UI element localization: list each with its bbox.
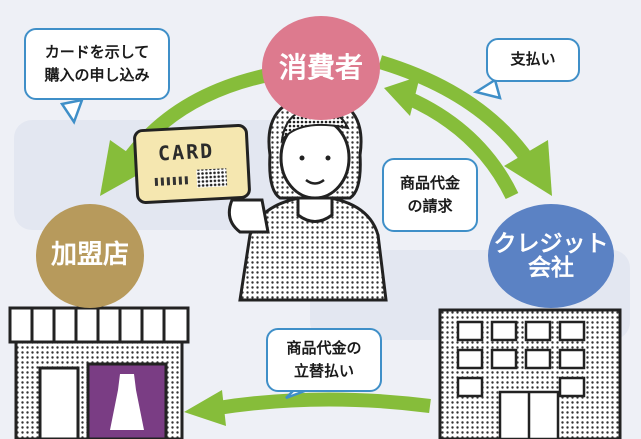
credit-company-node: クレジット 会社 bbox=[488, 204, 614, 308]
bubble-billing-line1: 商品代金 bbox=[399, 173, 460, 192]
consumer-person-illustration bbox=[227, 94, 388, 302]
credit-company-label-line1: クレジット bbox=[493, 230, 609, 257]
bubble-present-card-line1: カードを示して bbox=[44, 42, 150, 61]
bubble-advance-payment: 商品代金の 立替払い bbox=[266, 328, 382, 392]
bubble-billing: 商品代金 の請求 bbox=[382, 158, 478, 232]
credit-card bbox=[133, 124, 251, 204]
card-label: CARD bbox=[157, 138, 215, 166]
merchant-shop-illustration bbox=[8, 306, 190, 439]
arrow-credit-company-to-merchant bbox=[184, 390, 431, 426]
bubble-payment: 支払い bbox=[486, 38, 580, 82]
arrow-credit-company-to-consumer bbox=[384, 76, 519, 200]
bubble-advance-payment-line2: 立替払い bbox=[293, 362, 354, 380]
merchant-label: 加盟店 bbox=[50, 240, 129, 271]
bubble-present-card-line2: 購入の申し込み bbox=[44, 66, 150, 84]
arrow-consumer-to-credit-company bbox=[377, 55, 552, 196]
credit-company-building bbox=[438, 308, 622, 439]
credit-company-label-line2: 会社 bbox=[528, 255, 574, 281]
bubble-tail bbox=[472, 78, 502, 100]
bubble-tail bbox=[59, 98, 84, 125]
bubble-advance-payment-line1: 商品代金の bbox=[286, 338, 362, 357]
bubble-payment-line1: 支払い bbox=[510, 50, 556, 69]
bubble-billing-line2: の請求 bbox=[407, 197, 453, 215]
consumer-node: 消費者 bbox=[262, 16, 380, 120]
consumer-label: 消費者 bbox=[278, 51, 363, 85]
merchant-node: 加盟店 bbox=[36, 204, 144, 308]
bubble-present-card: カードを示して 購入の申し込み bbox=[24, 28, 170, 100]
